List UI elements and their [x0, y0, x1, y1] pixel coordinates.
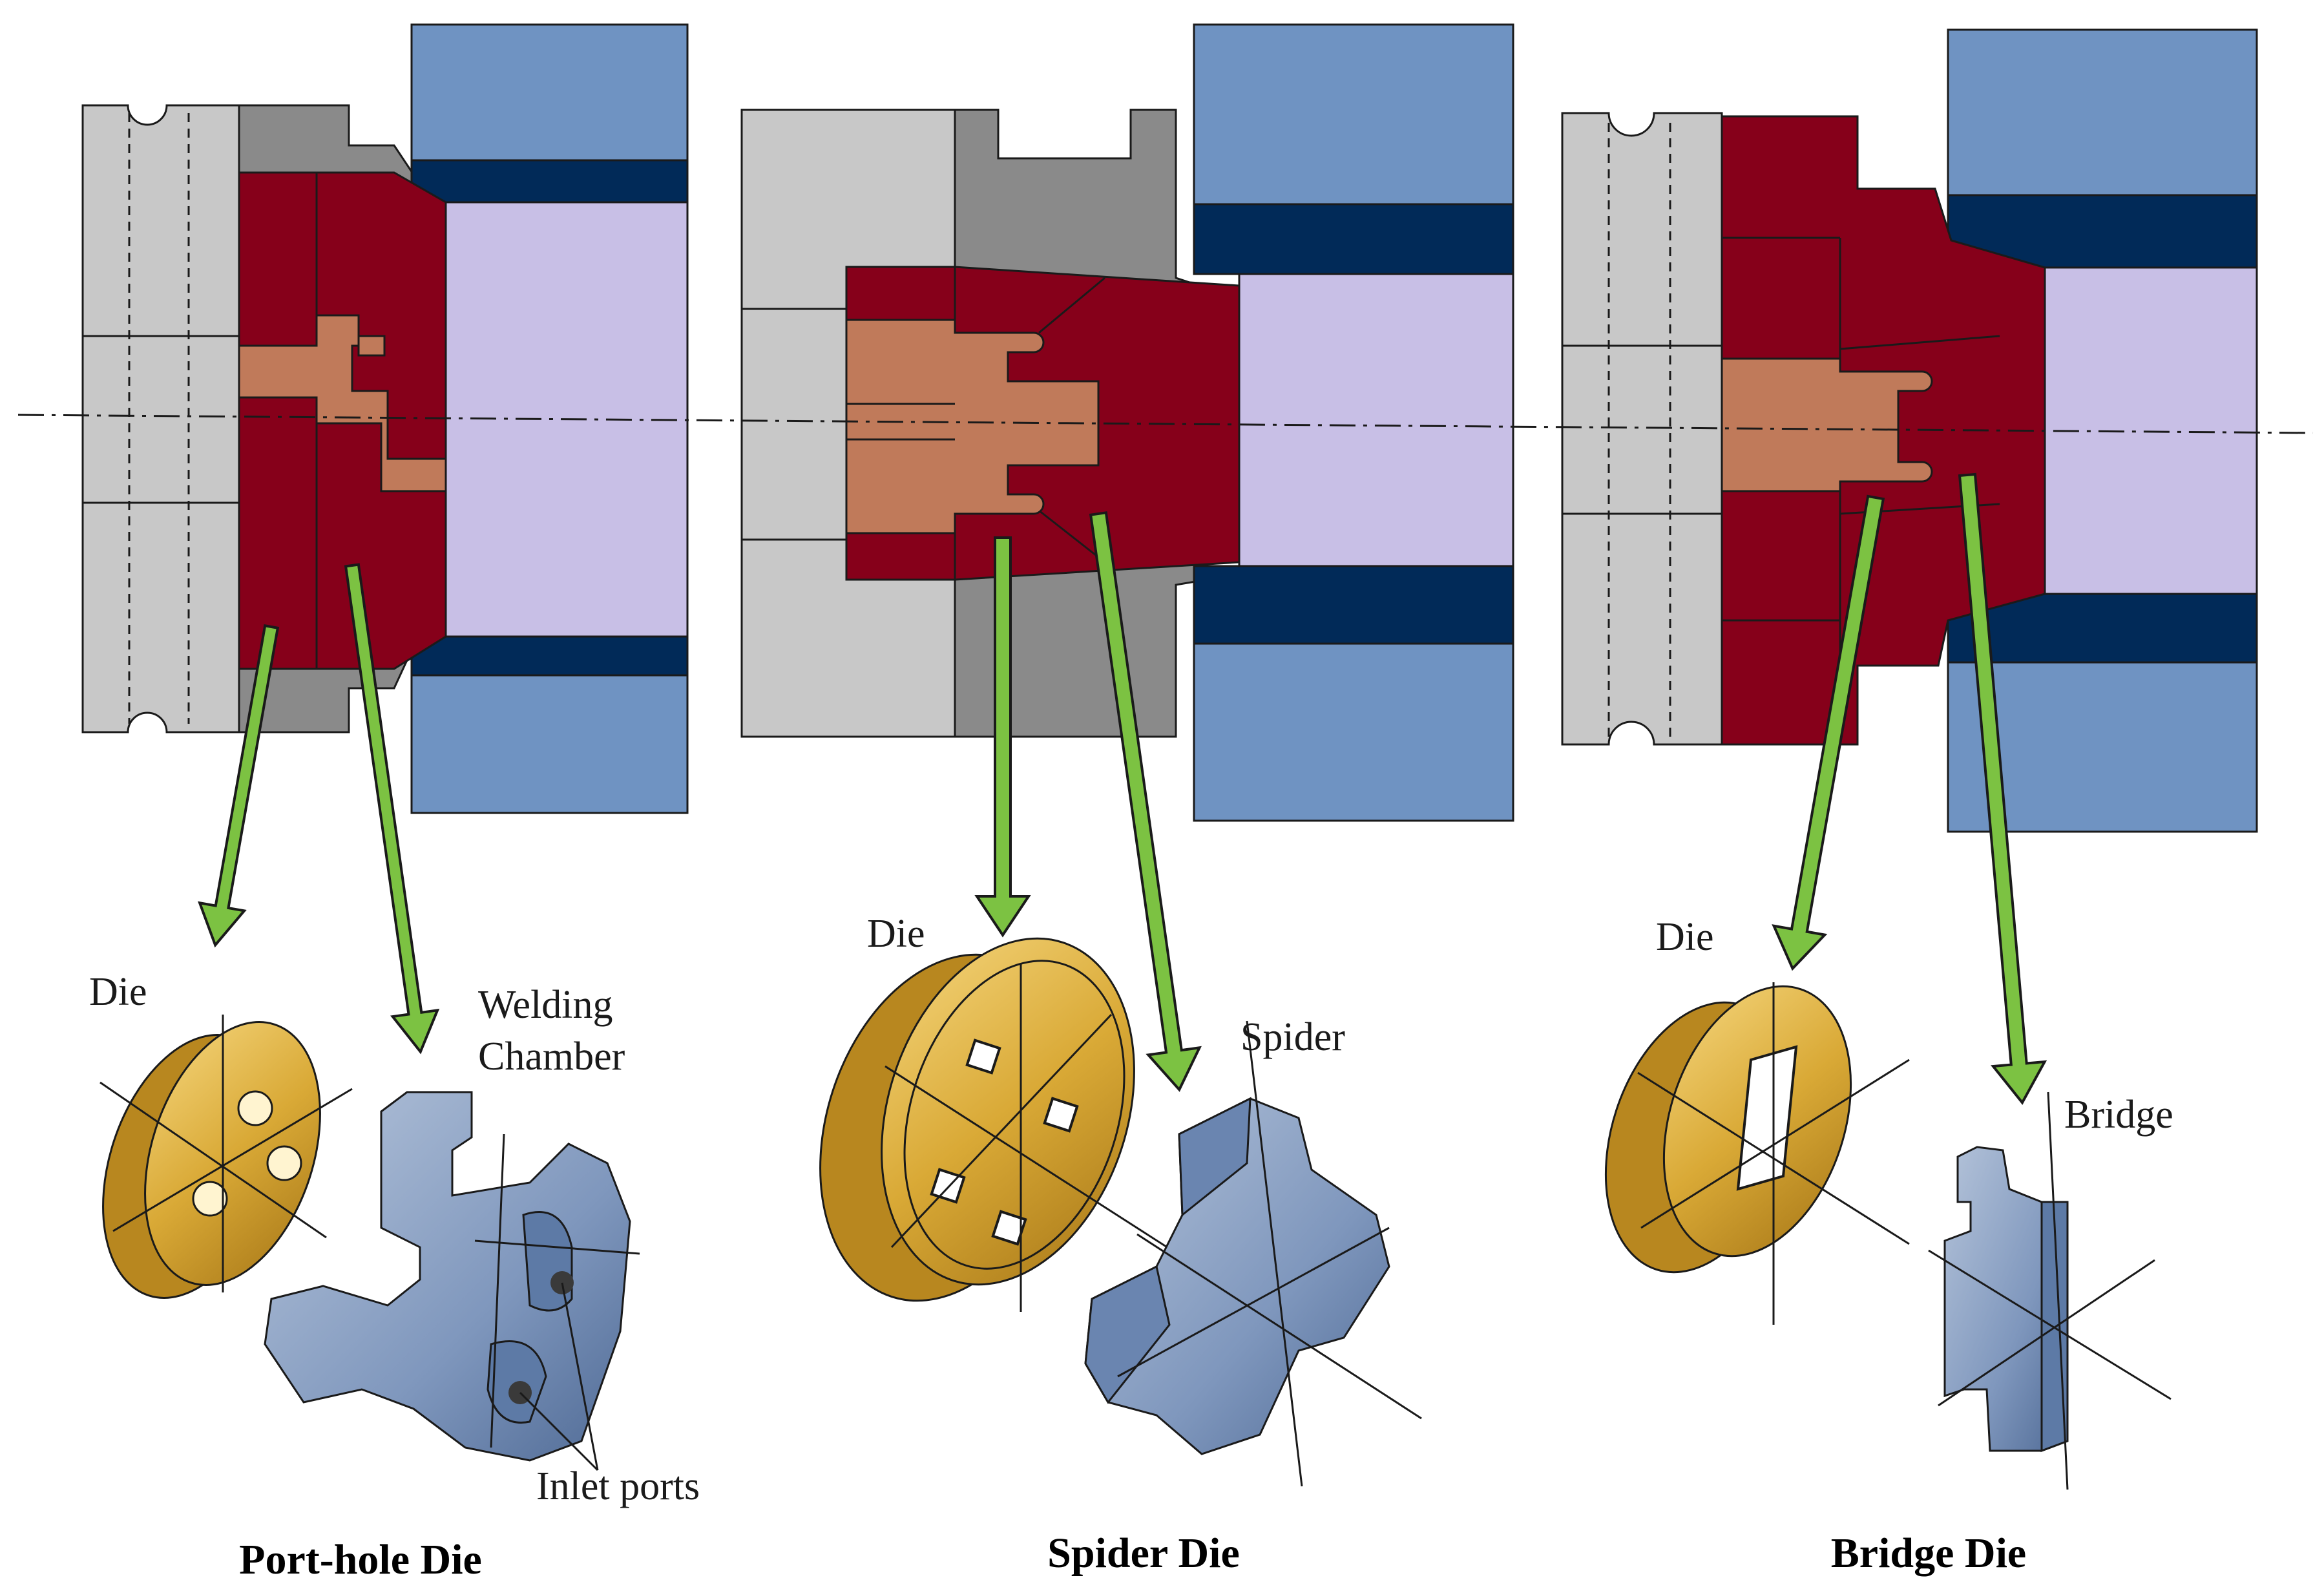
arrow-spider — [1089, 511, 1202, 1092]
label-spider-die: Die — [867, 912, 925, 956]
porthole-bolster — [81, 104, 240, 733]
arrow-spider-die — [974, 536, 1031, 938]
arrow-welding-chamber — [344, 563, 440, 1055]
arrow-bridge — [1958, 472, 2047, 1105]
extrusion-axis-line — [17, 414, 2314, 434]
arrow-bridge-die — [1772, 494, 1885, 971]
welding-chamber-part — [264, 1091, 640, 1471]
bridge-mandrel — [1721, 357, 1933, 492]
label-inlet-ports: Inlet ports — [536, 1464, 700, 1508]
label-spider: Spider — [1241, 1015, 1345, 1059]
porthole-container-top — [410, 23, 689, 162]
bridge-part — [1928, 1091, 2172, 1490]
porthole-liner-top — [410, 159, 689, 204]
caption-porthole-die: Port-hole Die — [239, 1536, 482, 1583]
porthole-container-bottom — [410, 674, 689, 814]
spider-container-bottom — [1193, 642, 1514, 822]
spider-mandrel — [845, 319, 1100, 534]
caption-bridge-die: Bridge Die — [1831, 1530, 2026, 1577]
bridge-container-top — [1947, 28, 2258, 196]
spider-container-top — [1193, 23, 1514, 205]
porthole-mandrel — [238, 314, 447, 492]
bridge-die-part — [1604, 982, 1910, 1325]
spider-die-part — [819, 937, 1228, 1312]
label-welding-chamber-line2: Chamber — [478, 1035, 625, 1079]
caption-spider-die: Spider Die — [1047, 1530, 1240, 1577]
porthole-liner-bottom — [410, 635, 689, 677]
arrow-porthole-die — [198, 624, 280, 948]
spider-liner-top — [1193, 203, 1514, 275]
label-welding-chamber-line1: Welding — [478, 983, 613, 1027]
callout-arrows — [198, 472, 2047, 1105]
spider-billet — [1238, 273, 1514, 567]
label-bridge-die: Die — [1656, 915, 1714, 959]
spider-liner-bottom — [1193, 565, 1514, 645]
porthole-die-part — [99, 1015, 353, 1299]
label-porthole-die: Die — [89, 970, 147, 1014]
spider-part — [1084, 1020, 1422, 1487]
bridge-billet — [2044, 266, 2258, 595]
label-bridge: Bridge — [2064, 1093, 2173, 1137]
